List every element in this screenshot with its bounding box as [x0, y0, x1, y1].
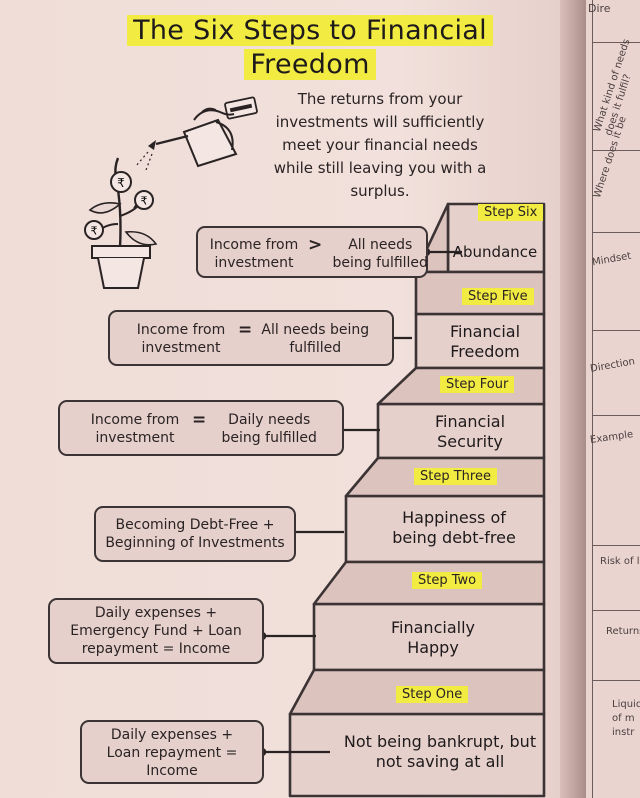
table-rule	[593, 610, 640, 611]
equation: Income from investment = All needs being…	[132, 321, 370, 357]
coin-symbol: ₹	[117, 176, 125, 190]
equation-right: All needs being fulfilled	[332, 237, 428, 271]
subtitle: The returns from your investments will s…	[273, 90, 487, 200]
step-name-one: Not being bankrupt, but not saving at al…	[343, 732, 537, 771]
table-row-label: Liquid of m instr	[612, 699, 640, 738]
staircase	[288, 202, 546, 798]
equation-operator: =	[192, 410, 207, 430]
condition-box-one: Daily expenses + Loan repayment = Income	[80, 720, 264, 784]
step-name-five: Financial Freedom	[449, 322, 521, 361]
watering-can-icon	[135, 118, 238, 171]
title-line: Freedom	[244, 49, 376, 80]
condition-box-six: Income from investment > All needs being…	[196, 226, 428, 278]
coin-symbol: ₹	[91, 225, 98, 238]
table-rule	[593, 680, 640, 681]
book-page-right: Dire What kind of needs does it fulfil? …	[586, 0, 640, 798]
equation-operator: =	[238, 320, 253, 340]
rupee-coin-icon: ₹	[84, 220, 104, 240]
money-plant-illustration: ₹ ₹ ₹	[84, 96, 258, 289]
plant-pot-icon	[91, 245, 151, 289]
equation-operator: >	[308, 235, 323, 255]
equation-right: All needs being fulfilled	[261, 322, 370, 356]
step-label-four: Step Four	[440, 376, 515, 393]
step-name-two: Financially Happy	[391, 618, 475, 657]
equation: Income from investment = Daily needs bei…	[86, 411, 324, 447]
condition-box-five: Income from investment = All needs being…	[108, 310, 394, 366]
page-title: The Six Steps to Financial Freedom	[100, 14, 520, 82]
table-rule	[593, 42, 640, 43]
table-rule	[593, 415, 640, 416]
table-rule	[593, 150, 640, 151]
step-label-six: Step Six	[478, 204, 544, 221]
table-rule	[593, 545, 640, 546]
rupee-coin-icon: ₹	[134, 190, 154, 210]
right-page-table	[592, 0, 640, 798]
title-line: The Six Steps to Financial	[127, 15, 493, 46]
step-label-one: Step One	[396, 686, 469, 703]
condition-box-two: Daily expenses + Emergency Fund + Loan r…	[48, 598, 264, 664]
rupee-coin-icon: ₹	[110, 171, 132, 193]
equation-left: Income from investment	[90, 412, 180, 446]
step-name-six: Abundance	[452, 243, 538, 261]
step-label-five: Step Five	[462, 288, 534, 305]
coin-symbol: ₹	[141, 195, 148, 208]
equation-right: Daily needs being fulfilled	[221, 412, 317, 446]
table-header: Dire	[588, 2, 611, 15]
table-rule	[593, 232, 640, 233]
table-rule	[593, 330, 640, 331]
step-name-three: Happiness of being debt-free	[392, 508, 516, 547]
table-row-label: Returns	[606, 626, 640, 637]
book-gutter	[560, 0, 586, 798]
condition-box-four: Income from investment = Daily needs bei…	[58, 400, 344, 456]
condition-box-three: Becoming Debt-Free + Beginning of Invest…	[94, 506, 296, 562]
equation-left: Income from investment	[136, 322, 226, 356]
equation-left: Income from investment	[209, 237, 299, 271]
step-name-four: Financial Security	[434, 412, 506, 451]
step-label-two: Step Two	[412, 572, 483, 589]
step-label-three: Step Three	[414, 468, 497, 485]
table-row-label: Risk of lo	[600, 556, 640, 567]
equation: Income from investment > All needs being…	[208, 236, 430, 272]
